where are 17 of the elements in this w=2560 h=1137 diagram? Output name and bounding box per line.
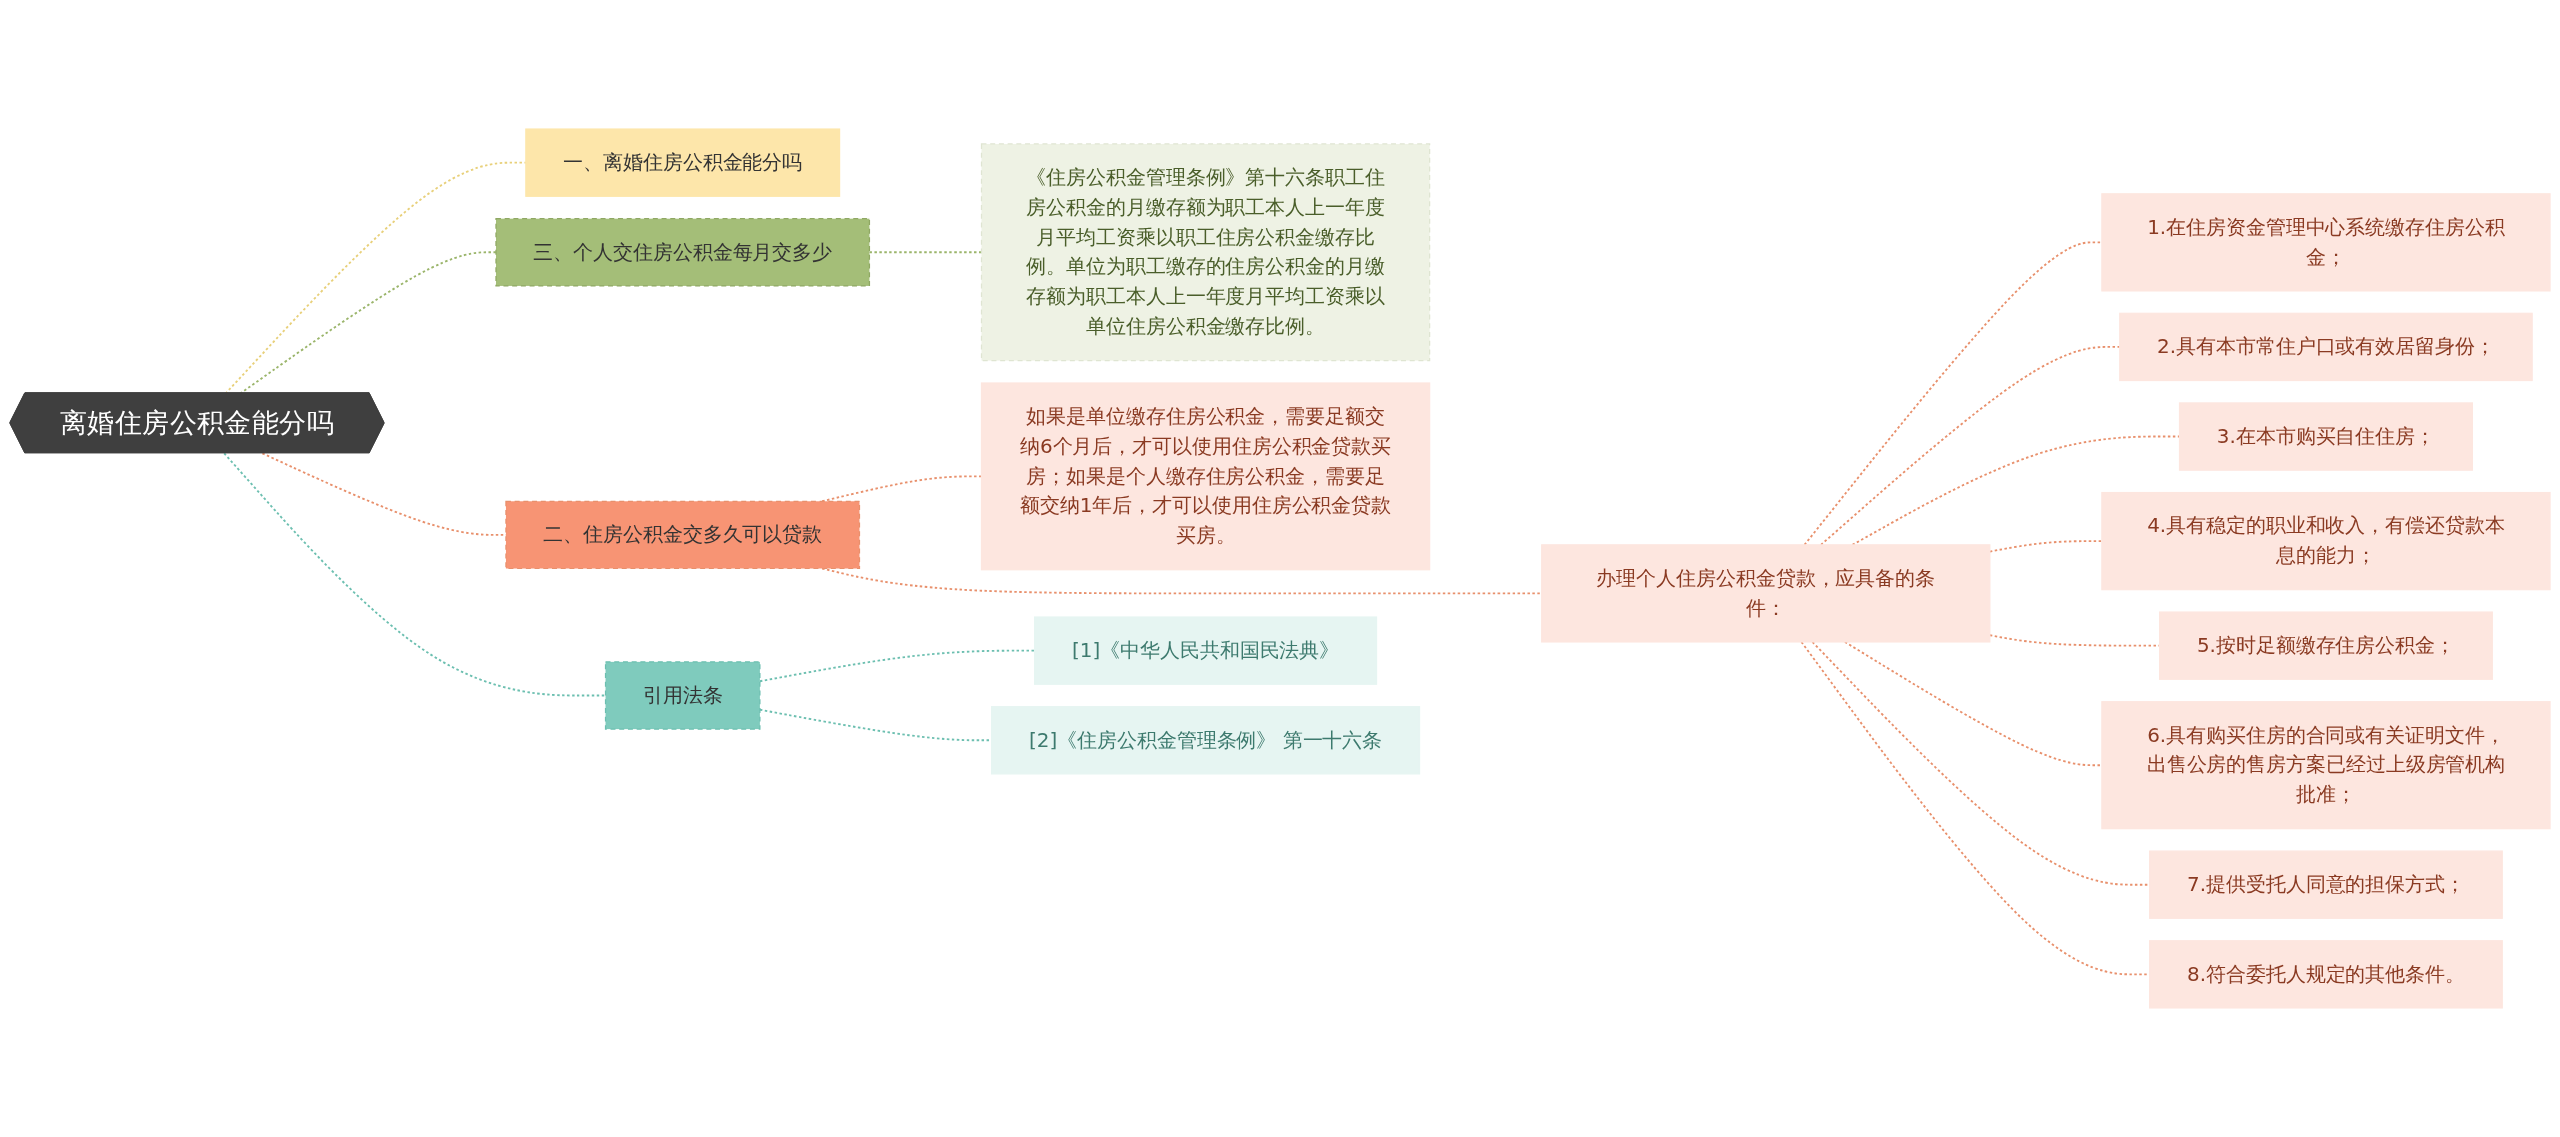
node-box: 1.在住房资金管理中心系统缴存住房公积金； <box>2101 193 2551 292</box>
node-box: 3.在本市购买自住住房； <box>2178 402 2473 471</box>
node-box: 《住房公积金管理条例》第十六条职工住房公积金的月缴存额为职工本人上一年度月平均工资乘以职工住房公积金缴存比例。单位为职工缴存的住房公积金的月缴存额为职工本人上一年度月平均工资乘以单位住房公积金缴存比例。 <box>980 143 1431 362</box>
node-box: [1]《中华人民共和国民法典》 <box>1034 616 1378 685</box>
node-box: 引用法条 <box>604 661 761 730</box>
node-box: 一、离婚住房公积金能分吗 <box>525 128 841 197</box>
node-box: 7.提供受托人同意的担保方式； <box>2149 850 2503 919</box>
node-box: 4.具有稳定的职业和收入，有偿还贷款本息的能力； <box>2101 491 2551 591</box>
node-box: 二、住房公积金交多久可以贷款 <box>505 500 861 570</box>
node-box: 三、个人交住房公积金每月交多少 <box>495 218 871 287</box>
node-box: [2]《住房公积金管理条例》 第一十六条 <box>991 706 1421 775</box>
node-box: 6.具有购买住房的合同或有关证明文件，出售公房的售房方案已经过上级房管机构批准； <box>2101 701 2551 830</box>
node-box: 5.按时足额缴存住房公积金； <box>2159 611 2493 680</box>
node-box: 2.具有本市常住户口或有效居留身份； <box>2119 312 2533 382</box>
node-box: 如果是单位缴存住房公积金，需要足额交纳6个月后，才可以使用住房公积金贷款买房；如果是个人缴存住房公积金，需要足额交纳1年后，才可以使用住房公积金贷款买房。 <box>980 382 1431 571</box>
node-box: 办理个人住房公积金贷款，应具备的条件： <box>1541 544 1991 643</box>
node-box: 8.符合委托人规定的其他条件。 <box>2149 940 2503 1009</box>
